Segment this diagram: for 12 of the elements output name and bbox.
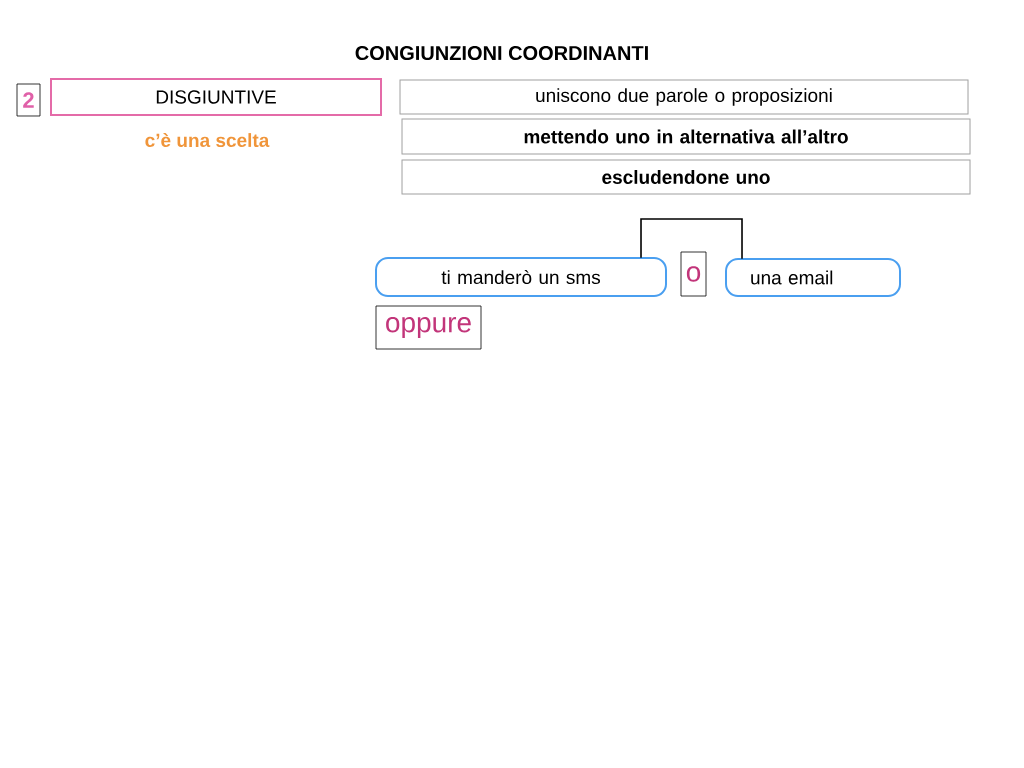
example-box: ti manderò un sms [375, 257, 667, 297]
note-text: c’è una scelta [145, 132, 270, 148]
title: CONGIUNZIONI COORDINANTI [355, 45, 648, 61]
definition-box: escludendone uno [401, 159, 971, 195]
number-box: 2 [16, 83, 41, 117]
conjunction-box: o [680, 251, 707, 297]
example-box: una email [725, 258, 901, 297]
bracket [640, 218, 743, 259]
conjunction-box: oppure [375, 305, 482, 350]
category-box: DISGIUNTIVE [50, 78, 382, 116]
definition-box: mettendo uno in alternativa all’altro [401, 118, 971, 155]
definition-box: uniscono due parole o proposizioni [399, 79, 969, 115]
